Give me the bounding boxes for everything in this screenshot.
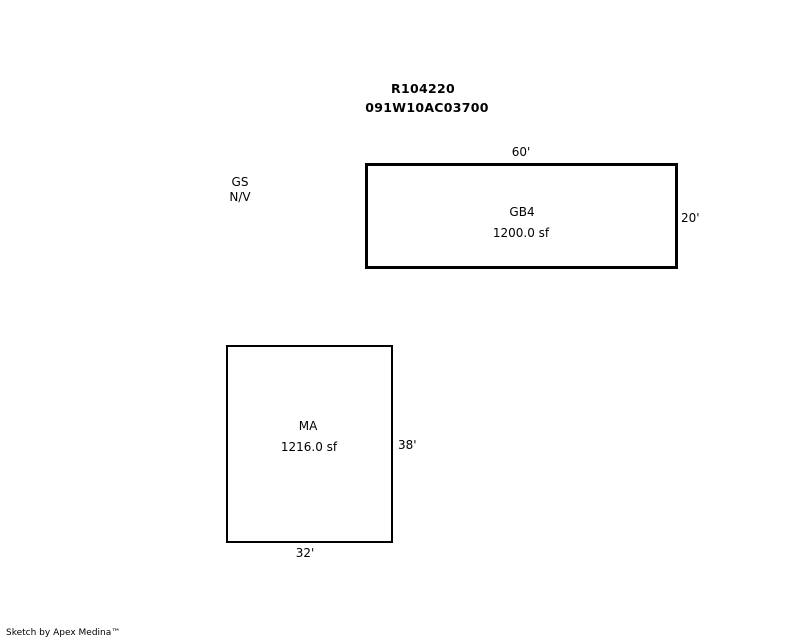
ma-width-label: 32': [295, 546, 315, 560]
ma-code: MA: [298, 419, 318, 433]
note-line-2: N/V: [229, 190, 251, 204]
gb4-depth-label: 20': [681, 211, 700, 225]
ma-area: 1216.0 sf: [280, 440, 338, 454]
ma-outline: [226, 345, 393, 543]
map-tax-lot: 091W10AC03700: [365, 100, 489, 115]
gb4-width-label: 60': [511, 145, 531, 159]
gb4-area: 1200.0 sf: [492, 226, 550, 240]
gb4-outline: [365, 163, 678, 269]
gb4-code: GB4: [509, 205, 535, 219]
account-number: R104220: [391, 81, 455, 96]
sketch-credit: Sketch by Apex Medina™: [6, 628, 121, 638]
note-line-1: GS: [231, 175, 249, 189]
ma-depth-label: 38': [398, 438, 417, 452]
